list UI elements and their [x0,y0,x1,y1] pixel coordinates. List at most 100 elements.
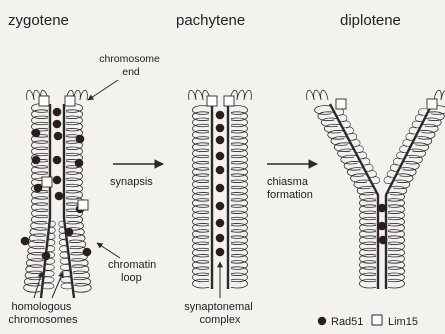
homolog-axis-left [41,104,50,298]
label-homologous-chromosomes: homologous chromosomes [8,301,78,326]
chromatin-loop [315,106,332,115]
chromosome-end-loop [307,90,314,100]
pachytene-chromosomes [189,90,252,289]
chromatin-loop [347,168,364,177]
chromatin-loop [388,279,405,288]
rad51-focus [53,156,62,165]
lim15-focus [427,99,437,109]
chromatin-loop [60,252,68,258]
arrow-chromatin-loop [97,243,120,258]
rad51-focus [83,248,92,257]
chromatin-loop [412,143,429,152]
chromatin-loop [60,264,69,270]
chromatin-loop [372,177,380,184]
chromatin-loop [338,149,355,158]
label-synapsis: synapsis [110,176,153,188]
rad51-focus [53,108,62,117]
chromatin-loop [396,174,413,183]
chromosome-end-loop [434,90,441,100]
chromatin-loop [59,240,66,246]
rad51-focus [216,166,225,175]
chromatin-loop [418,130,435,139]
chromosome-end-loop [321,90,328,100]
rad51-focus [216,184,225,193]
rad51-focus [54,132,63,141]
chromatin-loop [61,283,72,289]
rad51-focus [75,159,84,168]
legend-lim15-label: Lim15 [388,316,418,328]
chromatin-loop [351,174,368,183]
lim15-focus [39,96,49,106]
rad51-focus [53,120,62,129]
homolog-axis-right [64,104,74,298]
chromatin-loop [59,233,65,239]
chromatin-loop [59,227,65,233]
rad51-focus [55,192,64,201]
rad51-focus [216,111,225,120]
diplotene-chromosomes [307,90,445,289]
arrow-chromosome-end [88,80,118,100]
chromatin-loop [50,221,55,227]
chromatin-loop [360,279,377,288]
chromatin-loop [334,143,351,152]
lim15-focus [207,96,217,106]
rad51-focus [378,222,387,231]
chromosome-end-loop [27,90,34,100]
chromatin-loop [45,271,54,277]
rad51-focus [21,237,30,246]
chromatin-loop [341,155,358,164]
chromatin-loop [48,246,55,252]
chromatin-loop [43,283,54,289]
lim15-focus [65,96,75,106]
lim15-focus [78,200,88,210]
chromatin-loop [393,180,410,189]
rad51-focus [216,234,225,243]
chromatin-loop [45,264,54,270]
chromatin-loop [403,161,420,170]
chromosome-end-loop [196,90,203,100]
chromatin-loop [422,124,439,133]
chromatin-loop [231,279,248,288]
chromatin-loop [60,258,68,264]
chromatin-loop [318,112,335,121]
homolog-axis-left [330,104,378,289]
lim15-focus [336,99,346,109]
lim15-focus [224,96,234,106]
label-chromatin-loop: chromatin loop [108,259,159,284]
legend-lim15-marker [372,315,382,325]
rad51-focus [34,184,43,193]
legend-rad51-label: Rad51 [331,316,363,328]
rad51-focus [65,228,74,237]
chromatin-loop [425,118,442,127]
chromatin-loop [400,168,417,177]
rad51-focus [216,219,225,228]
chromosome-end-loop [244,90,251,100]
chromatin-loop [49,233,55,239]
chromatin-loop [354,180,371,189]
rad51-focus [216,248,225,257]
chromatin-loop [59,221,64,227]
rad51-focus [216,124,225,133]
chromatin-loop [61,277,71,283]
rad51-focus [32,156,41,165]
rad51-focus [216,136,225,145]
rad51-focus [216,202,225,211]
chromatin-loop [48,240,55,246]
stage-title-pachytene: pachytene [176,12,245,29]
chromatin-loop [324,124,341,133]
chromatin-loop [331,137,348,146]
rad51-focus [32,129,41,138]
rad51-focus [76,135,85,144]
legend-rad51-marker [318,317,326,325]
label-synaptonemal-complex: synaptonemal complex [184,301,256,326]
chromatin-loop [50,227,56,233]
chromatin-loop [344,161,361,170]
chromatin-loop [75,283,92,292]
chromatin-loop [428,112,445,121]
chromatin-loop [60,246,67,252]
label-chiasma-formation: chiasma formation [267,176,313,201]
rad51-focus [216,152,225,161]
rad51-focus [53,176,62,185]
